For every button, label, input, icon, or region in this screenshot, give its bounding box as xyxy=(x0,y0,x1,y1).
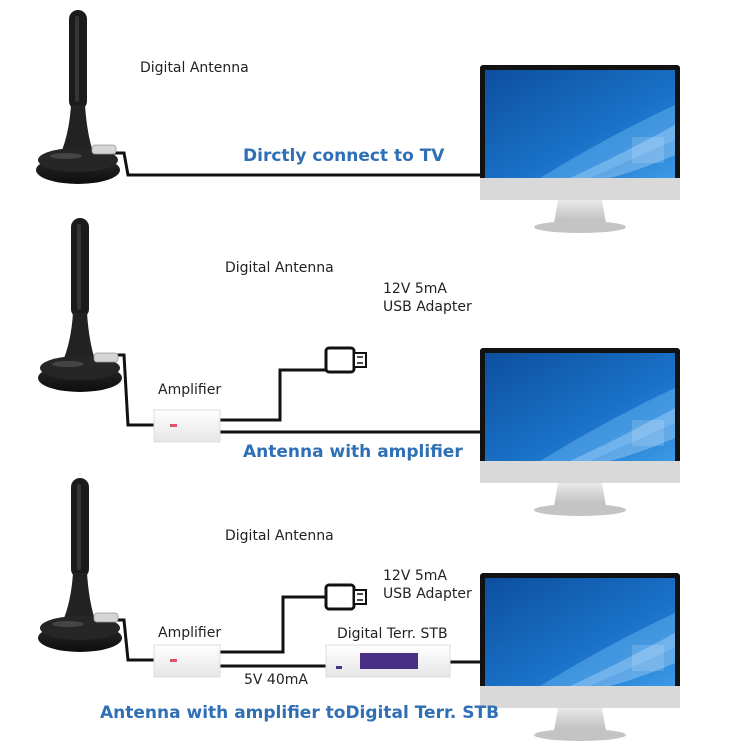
monitor-icon xyxy=(480,65,680,233)
antenna-icon xyxy=(35,9,121,185)
monitor-icon xyxy=(480,573,680,741)
section-2-amplifier xyxy=(37,217,680,516)
antenna-icon xyxy=(37,217,123,393)
section-2-antenna-label: Digital Antenna xyxy=(225,260,334,276)
usb-plug-icon xyxy=(324,583,368,611)
section-2-power-label: 12V 5mA xyxy=(383,281,447,297)
amplifier-box xyxy=(153,644,221,678)
section-1-title: Dirctly connect to TV xyxy=(243,146,445,166)
usb-plug-icon xyxy=(324,346,368,374)
stb-box xyxy=(325,644,451,678)
section-3-amplifier-label: Amplifier xyxy=(158,625,222,641)
section-3-antenna-label: Digital Antenna xyxy=(225,528,334,544)
monitor-icon xyxy=(480,348,680,516)
section-2-adapter-label: USB Adapter xyxy=(383,299,472,315)
section-1-antenna-label: Digital Antenna xyxy=(140,60,249,76)
section-3-usb-cable xyxy=(218,595,326,654)
section-2-amplifier-label: Amplifier xyxy=(158,382,222,398)
section-1-direct xyxy=(35,9,680,233)
section-3-stb-label: Digital Terr. STB xyxy=(337,626,448,642)
section-1-cable xyxy=(110,151,480,177)
section-2-usb-cable xyxy=(218,362,328,422)
section-3-adapter-label: USB Adapter xyxy=(383,586,472,602)
section-3-current-label: 5V 40mA xyxy=(244,672,308,688)
section-3-title: Antenna with amplifier toDigital Terr. S… xyxy=(100,703,500,723)
section-2-title: Antenna with amplifier xyxy=(243,442,463,462)
amplifier-box xyxy=(153,409,221,443)
section-3-stb xyxy=(37,477,680,741)
section-3-power-label: 12V 5mA xyxy=(383,568,447,584)
antenna-icon xyxy=(37,477,123,653)
